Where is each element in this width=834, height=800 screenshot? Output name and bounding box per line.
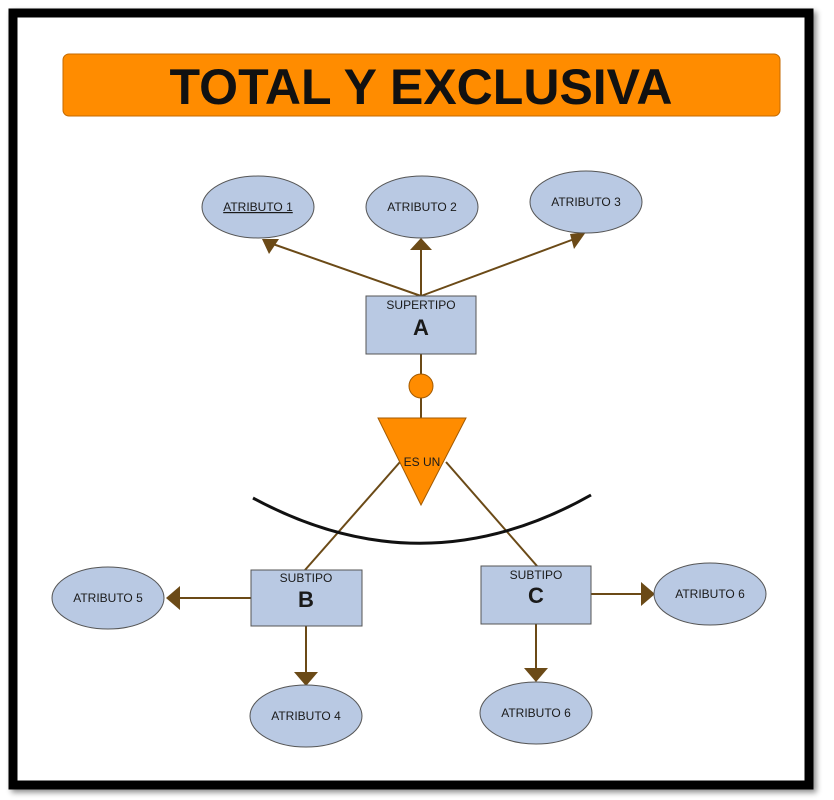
subtype-b-caption: SUBTIPO — [280, 571, 333, 585]
supertype-letter: A — [413, 315, 429, 340]
diagram-title: TOTAL Y EXCLUSIVA — [170, 59, 673, 115]
arrow-attr1 — [262, 239, 279, 254]
arrow-attr2 — [410, 238, 432, 250]
isa-label: ES UN — [404, 455, 441, 469]
attribute-3-label: ATRIBUTO 3 — [551, 195, 621, 209]
title-banner — [62, 53, 781, 117]
connectors — [180, 237, 643, 674]
arrowheads — [166, 232, 655, 686]
supertype-caption: SUPERTIPO — [386, 298, 455, 312]
attribute-5-label: ATRIBUTO 5 — [73, 591, 143, 605]
attribute-6-right-label: ATRIBUTO 6 — [675, 587, 745, 601]
subtype-c-entity[interactable]: SUBTIPO C — [480, 565, 592, 625]
subtype-b-letter: B — [298, 587, 314, 612]
line-a-attr3 — [420, 237, 578, 297]
attribute-4[interactable]: ATRIBUTO 4 — [249, 684, 363, 748]
attribute-1-label: ATRIBUTO 1 — [223, 200, 293, 214]
attribute-3[interactable]: ATRIBUTO 3 — [529, 170, 643, 234]
attribute-6-bottom-label: ATRIBUTO 6 — [501, 706, 571, 720]
arrow-attr5 — [166, 586, 180, 610]
attribute-6-right[interactable]: ATRIBUTO 6 — [653, 562, 767, 626]
arrow-attr6-bottom — [524, 668, 548, 682]
line-esun-b — [304, 461, 401, 571]
arrow-attr4 — [294, 672, 318, 686]
total-participation-circle — [408, 373, 434, 399]
diagram-frame — [8, 8, 814, 790]
exclusivity-arc — [252, 493, 592, 545]
attribute-4-label: ATRIBUTO 4 — [271, 709, 341, 723]
attribute-2-label: ATRIBUTO 2 — [387, 200, 457, 214]
subtype-c-letter: C — [528, 583, 544, 608]
attribute-2[interactable]: ATRIBUTO 2 — [365, 175, 479, 239]
arrow-attr6-right — [641, 582, 655, 606]
attribute-5[interactable]: ATRIBUTO 5 — [51, 566, 165, 630]
arrow-attr3 — [570, 232, 586, 249]
supertype-entity[interactable]: SUPERTIPO A — [365, 295, 477, 355]
subtype-c-caption: SUBTIPO — [510, 568, 563, 582]
attribute-1[interactable]: ATRIBUTO 1 — [201, 175, 315, 239]
subtype-b-entity[interactable]: SUBTIPO B — [250, 569, 363, 627]
attribute-6-bottom[interactable]: ATRIBUTO 6 — [479, 681, 593, 745]
isa-triangle — [377, 417, 467, 507]
line-a-attr1 — [269, 242, 422, 297]
line-esun-c — [445, 461, 538, 567]
